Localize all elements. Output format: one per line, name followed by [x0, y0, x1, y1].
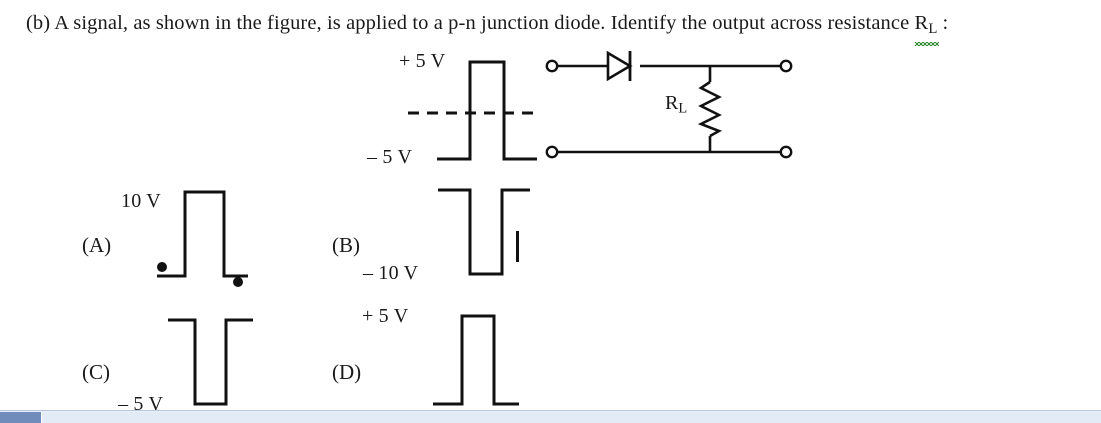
terminal-output-top [779, 59, 793, 73]
option-d-letter[interactable]: (D) [332, 360, 362, 384]
terminal-input-top [545, 59, 559, 73]
option-b-letter[interactable]: (B) [332, 233, 360, 257]
scrollbar-thumb[interactable] [0, 412, 41, 423]
input-high-label: + 5 V [399, 50, 446, 72]
resistance-subscript: L [928, 21, 938, 38]
input-low-label: – 5 V [367, 146, 413, 168]
question-suffix: : [937, 12, 949, 34]
option-a-marker-left [157, 262, 167, 272]
resistor-label-subscript: L [678, 100, 688, 117]
option-d-peak-label: + 5 V [362, 305, 409, 327]
scrollbar-track[interactable] [41, 412, 1101, 423]
option-b-peak-label: – 10 V [363, 262, 419, 284]
option-c-waveform [168, 318, 253, 406]
resistance-letter: R [914, 12, 929, 34]
option-d-waveform [433, 314, 519, 406]
question-text: (b) A signal, as shown in the figure, is… [26, 9, 949, 47]
resistor-icon [697, 66, 723, 152]
text-cursor [516, 231, 519, 262]
spellcheck-underline-icon [914, 42, 940, 47]
resistor-label-letter: R [665, 92, 679, 114]
option-a-letter[interactable]: (A) [82, 233, 112, 257]
question-prefix: (b) A signal, as shown in the figure, is… [26, 12, 915, 34]
option-a-marker-right [233, 277, 243, 287]
option-a-peak-label: 10 V [121, 190, 161, 212]
input-waveform-trace [437, 60, 537, 161]
terminal-output-bottom [779, 145, 793, 159]
option-c-letter[interactable]: (C) [82, 360, 110, 384]
option-c-peak-label: – 5 V [118, 393, 164, 415]
diode-icon [606, 50, 633, 82]
horizontal-scrollbar[interactable] [0, 410, 1101, 423]
terminal-input-bottom [545, 145, 559, 159]
resistance-symbol-inline: RL [914, 9, 940, 47]
resistor-label: RL [665, 92, 687, 118]
option-a-waveform [157, 190, 248, 287]
